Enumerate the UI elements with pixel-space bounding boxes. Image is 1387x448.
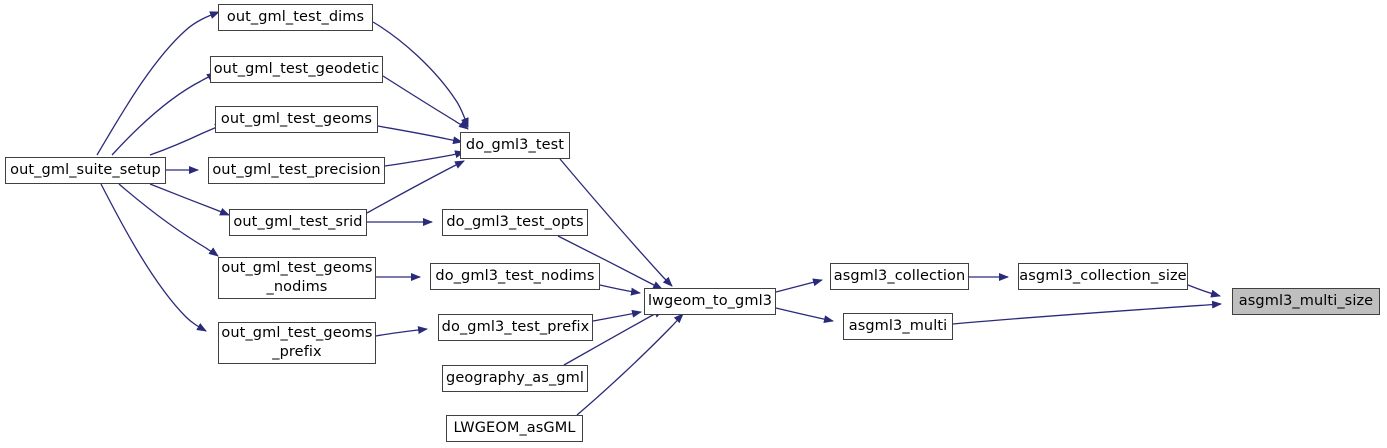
edge-out_gml_suite_setup-to-out_gml_test_srid [149, 183, 230, 216]
edge-do_gml3_test_nodims-to-lwgeom_to_gml3 [599, 284, 641, 296]
node-label: asgml3_collection_size [1019, 267, 1187, 284]
node-label: do_gml3_test_nodims [435, 267, 595, 284]
node-label: do_gml3_test_opts [446, 213, 584, 230]
node-LWGEOM_asGML[interactable]: LWGEOM_asGML [446, 415, 583, 442]
edge-out_gml_test_precision-to-do_gml3_test [384, 150, 465, 167]
edge-do_gml3_test_opts-to-lwgeom_to_gml3 [557, 235, 663, 290]
edge-out_gml_test_srid-to-do_gml3_test [366, 160, 465, 214]
edge-do_gml3_test_prefix-to-lwgeom_to_gml3 [592, 309, 642, 322]
node-asgml3_multi[interactable]: asgml3_multi [843, 313, 953, 340]
edge-out_gml_suite_setup-to-out_gml_test_geoms [149, 123, 225, 156]
edge-out_gml_suite_setup-to-out_gml_test_geoms_nodims [118, 183, 219, 257]
node-label: out_gml_test_dims [226, 8, 365, 25]
edge-out_gml_suite_setup-to-out_gml_test_dims [96, 11, 220, 156]
node-label: do_gml3_test_prefix [441, 318, 590, 335]
node-label: out_gml_test_srid [233, 213, 363, 230]
node-out_gml_test_precision[interactable]: out_gml_test_precision [208, 157, 385, 184]
edge-asgml3_multi-to-asgml3_multi_size [952, 300, 1222, 325]
node-out_gml_test_geoms[interactable]: out_gml_test_geoms [215, 106, 378, 133]
edge-out_gml_test_geodetic-to-do_gml3_test [382, 75, 469, 130]
node-label: out_gml_test_geoms [220, 110, 373, 127]
node-do_gml3_test_opts[interactable]: do_gml3_test_opts [442, 209, 588, 236]
node-do_gml3_test_nodims[interactable]: do_gml3_test_nodims [430, 263, 600, 290]
node-asgml3_collection_size[interactable]: asgml3_collection_size [1018, 263, 1188, 290]
node-asgml3_collection[interactable]: asgml3_collection [830, 263, 969, 290]
node-label: asgml3_multi_size [1238, 292, 1374, 309]
edge-out_gml_suite_setup-to-out_gml_test_geodetic [111, 72, 217, 156]
node-asgml3_multi_size[interactable]: asgml3_multi_size [1232, 288, 1380, 315]
node-lwgeom_to_gml3[interactable]: lwgeom_to_gml3 [644, 288, 776, 315]
edge-out_gml_test_geoms_prefix-to-do_gml3_test_prefix [375, 326, 428, 337]
node-label: geography_as_gml [446, 369, 584, 386]
node-label: out_gml_test_geoms _prefix [221, 324, 373, 360]
node-do_gml3_test[interactable]: do_gml3_test [460, 132, 570, 159]
node-do_gml3_test_prefix[interactable]: do_gml3_test_prefix [438, 314, 593, 341]
node-label: asgml3_multi [848, 317, 948, 334]
node-label: out_gml_suite_setup [10, 161, 161, 178]
node-label: asgml3_collection [833, 267, 966, 284]
node-out_gml_test_dims[interactable]: out_gml_test_dims [218, 4, 373, 31]
edge-out_gml_test_geoms-to-do_gml3_test [377, 125, 463, 145]
node-out_gml_test_srid[interactable]: out_gml_test_srid [229, 209, 367, 236]
edge-lwgeom_to_gml3-to-asgml3_multi [775, 307, 834, 324]
edge-do_gml3_test-to-lwgeom_to_gml3 [559, 158, 673, 287]
node-out_gml_test_geoms_prefix[interactable]: out_gml_test_geoms _prefix [218, 322, 376, 364]
edge-lwgeom_to_gml3-to-asgml3_collection [775, 278, 823, 293]
edge-out_gml_test_dims-to-do_gml3_test [372, 21, 469, 128]
node-label: LWGEOM_asGML [453, 419, 576, 436]
node-label: do_gml3_test [465, 136, 565, 153]
node-label: out_gml_test_precision [212, 161, 381, 178]
node-label: out_gml_test_geoms _nodims [221, 259, 373, 295]
edge-asgml3_collection_size-to-asgml3_multi_size [1187, 284, 1221, 298]
edge-LWGEOM_asGML-to-lwgeom_to_gml3 [576, 313, 684, 416]
node-out_gml_test_geoms_nodims[interactable]: out_gml_test_geoms _nodims [218, 257, 376, 299]
node-geography_as_gml[interactable]: geography_as_gml [442, 365, 588, 392]
node-out_gml_suite_setup[interactable]: out_gml_suite_setup [5, 157, 166, 184]
node-out_gml_test_geodetic[interactable]: out_gml_test_geodetic [210, 56, 383, 83]
node-label: out_gml_test_geodetic [213, 60, 380, 77]
edge-out_gml_suite_setup-to-out_gml_test_geoms_prefix [100, 183, 207, 332]
node-label: lwgeom_to_gml3 [647, 292, 773, 309]
edge-group [96, 11, 1222, 416]
